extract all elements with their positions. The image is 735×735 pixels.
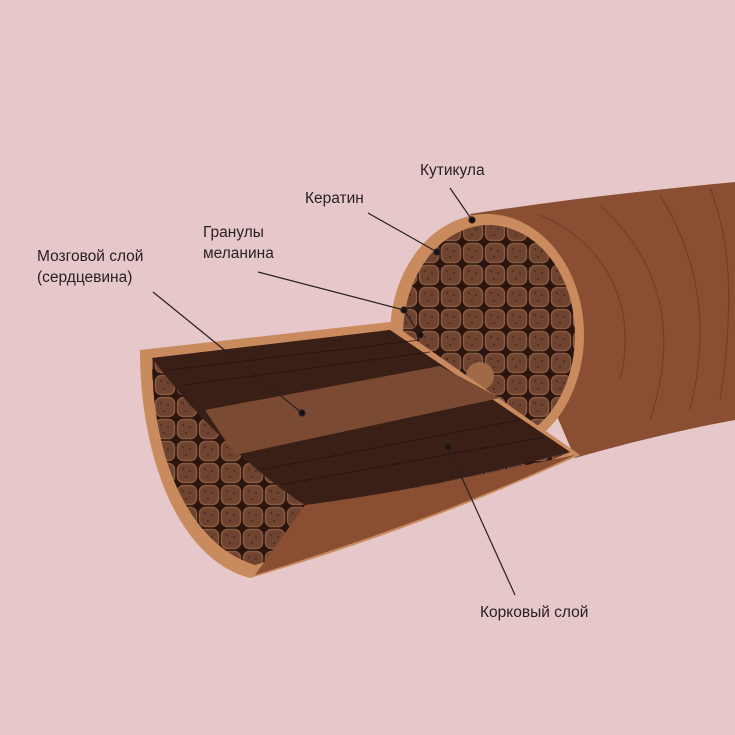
label-cuticle: Кутикула xyxy=(420,162,485,179)
label-melanin-line2: меланина xyxy=(203,245,274,262)
medulla-band xyxy=(205,366,500,455)
label-keratin: Кератин xyxy=(305,190,364,207)
label-medulla-line2: (сердцевина) xyxy=(37,269,133,286)
label-medulla-line1: Мозговой слой xyxy=(37,248,144,265)
label-melanin: Гранулы меланина xyxy=(203,222,274,264)
label-medulla: Мозговой слой (сердцевина) xyxy=(37,246,143,288)
label-cortex: Корковый слой xyxy=(480,604,589,621)
label-melanin-line1: Гранулы xyxy=(203,224,264,241)
